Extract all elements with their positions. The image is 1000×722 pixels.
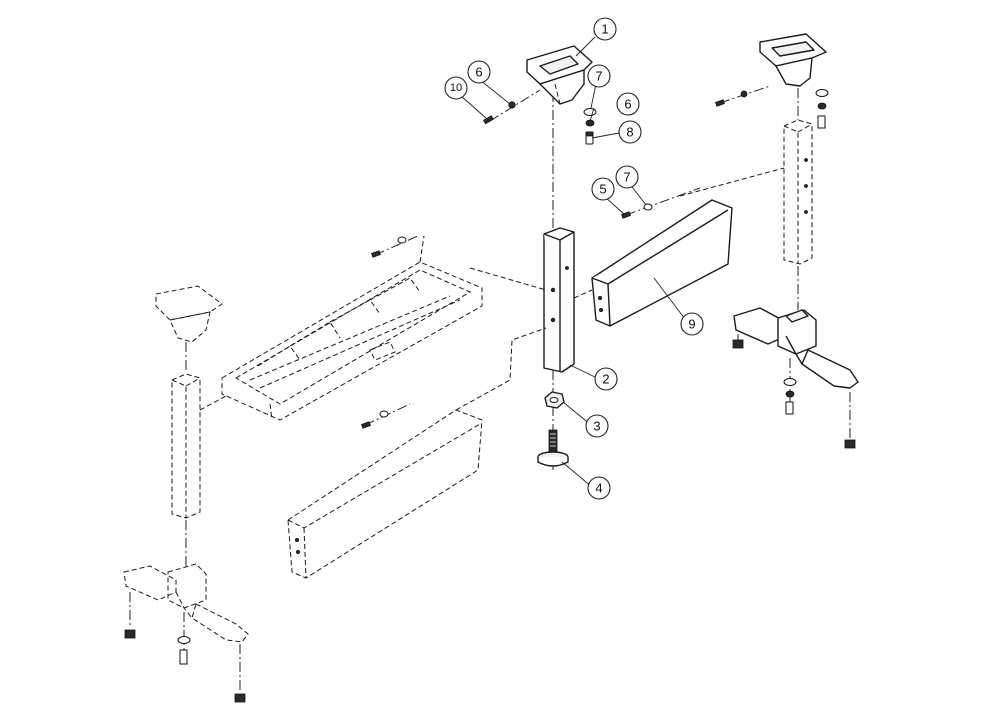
- svg-text:10: 10: [450, 82, 462, 94]
- right-leg-connector: [679, 167, 785, 197]
- shelf-tray: [221, 235, 483, 421]
- left-leg-connector: [199, 395, 227, 411]
- callout-4: 4: [587, 476, 611, 500]
- svg-text:4: 4: [595, 481, 602, 496]
- left-leg-column: [171, 373, 201, 519]
- tray-hardware: [371, 234, 421, 258]
- leader-lines: [460, 36, 689, 488]
- tray-connector-line: [469, 267, 547, 291]
- brace-hardware: [621, 187, 701, 219]
- bracket-hardware-left: [482, 89, 541, 125]
- svg-text:3: 3: [593, 419, 600, 434]
- callout-8: 8: [618, 120, 642, 144]
- lower-brace-beam: [287, 409, 483, 579]
- svg-text:7: 7: [595, 69, 602, 84]
- leveling-nut-part3: [544, 391, 565, 409]
- right-leg-column: [783, 119, 813, 265]
- svg-text:9: 9: [688, 317, 695, 332]
- callout-6-right: 6: [616, 92, 640, 116]
- left-foot-hardware: [124, 629, 246, 703]
- svg-text:6: 6: [475, 65, 482, 80]
- callout-2: 2: [594, 367, 618, 391]
- svg-text:2: 2: [602, 372, 609, 387]
- bracket-hardware-right: [583, 108, 597, 145]
- beam-connector: [573, 289, 593, 299]
- svg-text:7: 7: [623, 170, 630, 185]
- svg-text:6: 6: [624, 97, 631, 112]
- leveling-foot-part4: [537, 429, 569, 467]
- callout-3: 3: [585, 414, 609, 438]
- center-column-part2: [543, 227, 575, 373]
- brace-beam-part9: [591, 199, 733, 327]
- callout-1: 1: [593, 17, 617, 41]
- callout-9: 9: [680, 312, 704, 336]
- callout-7-mid: 7: [615, 165, 639, 189]
- lower-brace-hardware: [361, 403, 411, 429]
- callout-10: 10: [444, 76, 468, 100]
- top-bracket-part1: [526, 45, 593, 105]
- right-bracket-hardware: [715, 85, 829, 129]
- right-foot-base: [733, 307, 859, 389]
- right-foot-hardware: [732, 339, 856, 449]
- left-top-bracket: [155, 285, 223, 343]
- callout-7-top: 7: [587, 64, 611, 88]
- right-top-bracket: [759, 33, 827, 87]
- svg-text:8: 8: [626, 125, 633, 140]
- callout-5: 5: [591, 177, 615, 201]
- svg-text:5: 5: [599, 182, 606, 197]
- svg-text:1: 1: [601, 22, 608, 37]
- left-foot-base: [123, 563, 249, 643]
- lower-connector-line: [455, 327, 547, 411]
- callout-6-left: 6: [467, 60, 491, 84]
